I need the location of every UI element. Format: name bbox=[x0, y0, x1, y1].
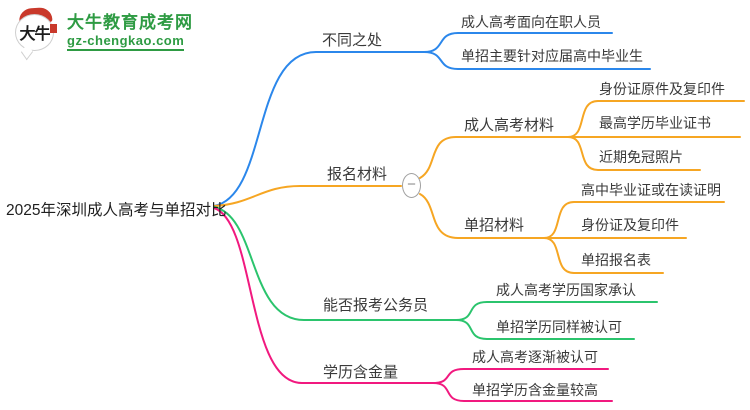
branch-line-differences-leaf2 bbox=[423, 51, 651, 70]
node-adult-materials-leaf-3[interactable]: 近期免冠照片 bbox=[599, 149, 683, 165]
site-url: gz-chengkao.com bbox=[67, 33, 185, 52]
branch-line-materials-down-leaf3 bbox=[543, 237, 664, 274]
branch-line-materials-up-leaf3 bbox=[567, 136, 701, 171]
branch-line-materials bbox=[213, 185, 402, 207]
node-recognition-leaf-1[interactable]: 成人高考逐渐被认可 bbox=[472, 349, 598, 365]
branch-line-differences-leaf1 bbox=[423, 32, 613, 53]
branch-line-civil-leaf1 bbox=[455, 301, 658, 321]
root-node[interactable]: 2025年深圳成人高考与单招对比 bbox=[6, 202, 227, 219]
node-recognition-leaf-2[interactable]: 单招学历含金量较高 bbox=[472, 382, 598, 398]
node-adult-exam-materials[interactable]: 成人高考材料 bbox=[464, 117, 555, 134]
node-danzhao-materials-leaf-3[interactable]: 单招报名表 bbox=[581, 252, 651, 268]
branch-line-civil-leaf2 bbox=[455, 319, 635, 340]
node-materials[interactable]: 报名材料 bbox=[327, 166, 388, 183]
node-civil-service-leaf-2[interactable]: 单招学历同样被认可 bbox=[496, 319, 622, 335]
branch-line-value-leaf1 bbox=[432, 368, 609, 384]
node-adult-materials-leaf-2[interactable]: 最高学历毕业证书 bbox=[599, 115, 711, 131]
logo-bull-icon: 大牛 bbox=[14, 6, 60, 61]
branch-line-materials-down-leaf1 bbox=[543, 201, 725, 239]
node-civil-service-leaf-1[interactable]: 成人高考学历国家承认 bbox=[496, 282, 636, 298]
node-recognition-value[interactable]: 学历含金量 bbox=[323, 364, 399, 381]
node-danzhao-materials-leaf-2[interactable]: 身份证及复印件 bbox=[581, 217, 679, 233]
node-differences[interactable]: 不同之处 bbox=[322, 32, 383, 49]
minus-icon: − bbox=[407, 176, 416, 193]
node-danzhao-materials[interactable]: 单招材料 bbox=[464, 217, 525, 234]
node-differences-leaf-1[interactable]: 成人高考面向在职人员 bbox=[461, 14, 601, 30]
site-logo: 大牛 大牛教育成考网 gz-chengkao.com bbox=[14, 6, 193, 61]
logo-text-block: 大牛教育成考网 gz-chengkao.com bbox=[67, 13, 193, 52]
logo-red-seal bbox=[50, 24, 57, 33]
branch-line-value-leaf2 bbox=[432, 382, 613, 402]
node-danzhao-materials-leaf-1[interactable]: 高中毕业证或在读证明 bbox=[581, 182, 721, 198]
branch-line-materials-up bbox=[419, 136, 569, 179]
branch-line-value bbox=[213, 207, 434, 384]
logo-characters: 大牛 bbox=[19, 24, 50, 43]
branch-line-materials-up-leaf1 bbox=[567, 100, 745, 138]
branch-line-materials-down bbox=[419, 193, 545, 239]
collapse-button[interactable]: − bbox=[402, 173, 421, 198]
branch-line-differences bbox=[213, 51, 425, 207]
node-civil-service[interactable]: 能否报考公务员 bbox=[323, 297, 429, 314]
branch-line-civil bbox=[213, 206, 457, 321]
site-name: 大牛教育成考网 bbox=[67, 12, 193, 32]
node-differences-leaf-2[interactable]: 单招主要针对应届高中毕业生 bbox=[461, 48, 643, 64]
node-adult-materials-leaf-1[interactable]: 身份证原件及复印件 bbox=[599, 81, 725, 97]
